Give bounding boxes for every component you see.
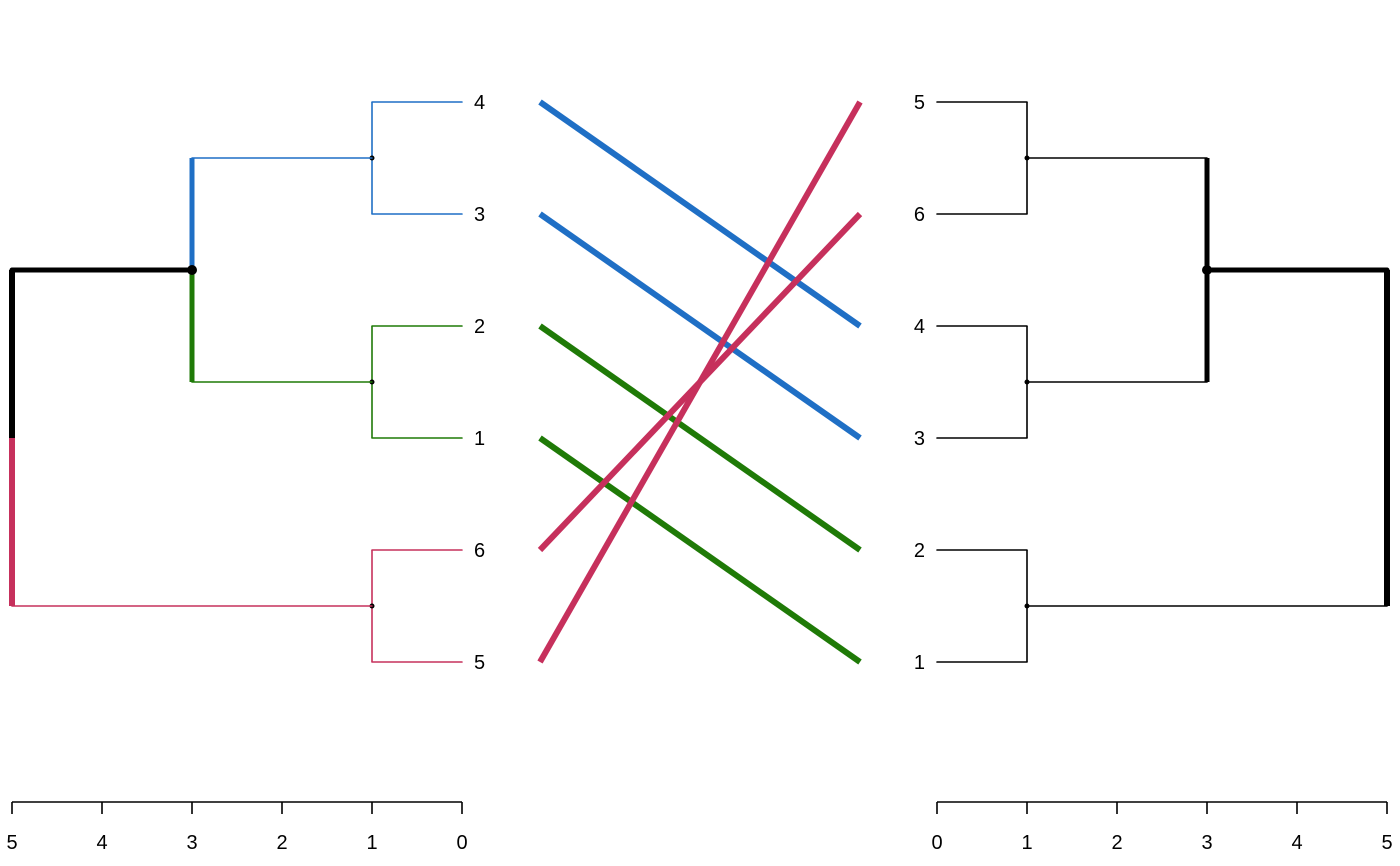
connector-line-4 (538, 99, 862, 329)
left-tick-label-2: 2 (276, 832, 287, 854)
connector-line-5 (537, 100, 863, 664)
right-leaf-label-4: 4 (914, 316, 925, 338)
connector-lines (537, 99, 863, 665)
right-tick-label-4: 4 (1291, 832, 1302, 854)
right-tick-label-0: 0 (931, 832, 942, 854)
connector-line-3 (538, 211, 862, 441)
left-leaf-label-3: 3 (474, 204, 485, 226)
connector-line-1 (538, 435, 862, 665)
right-leaf-label-2: 2 (914, 540, 925, 562)
left-tick-label-4: 4 (96, 832, 107, 854)
left-leaf-label-4: 4 (474, 92, 485, 114)
left-dendrogram: 4 3 2 1 6 5 (9, 92, 485, 674)
left-leaf-label-2: 2 (474, 316, 485, 338)
right-tick-label-3: 3 (1201, 832, 1212, 854)
right-x-axis: 0 1 2 3 4 5 (931, 801, 1393, 854)
right-tick-label-1: 1 (1021, 832, 1032, 854)
right-tick-label-5: 5 (1381, 832, 1392, 854)
left-leaf-label-1: 1 (474, 428, 485, 450)
left-tick-label-3: 3 (186, 832, 197, 854)
connector-line-2 (538, 323, 862, 553)
right-tick-label-2: 2 (1111, 832, 1122, 854)
right-leaf-label-5: 5 (914, 92, 925, 114)
left-tick-label-1: 1 (366, 832, 377, 854)
right-leaf-label-6: 6 (914, 204, 925, 226)
right-leaf-label-1: 1 (914, 652, 925, 674)
left-x-axis: 5 4 3 2 1 0 (6, 801, 468, 854)
left-leaf-label-6: 6 (474, 540, 485, 562)
right-leaf-label-3: 3 (914, 428, 925, 450)
right-dendrogram: 5 6 4 3 2 1 (914, 92, 1390, 674)
left-leaf-label-5: 5 (474, 652, 485, 674)
left-tick-label-5: 5 (6, 832, 17, 854)
left-tick-label-0: 0 (456, 832, 467, 854)
